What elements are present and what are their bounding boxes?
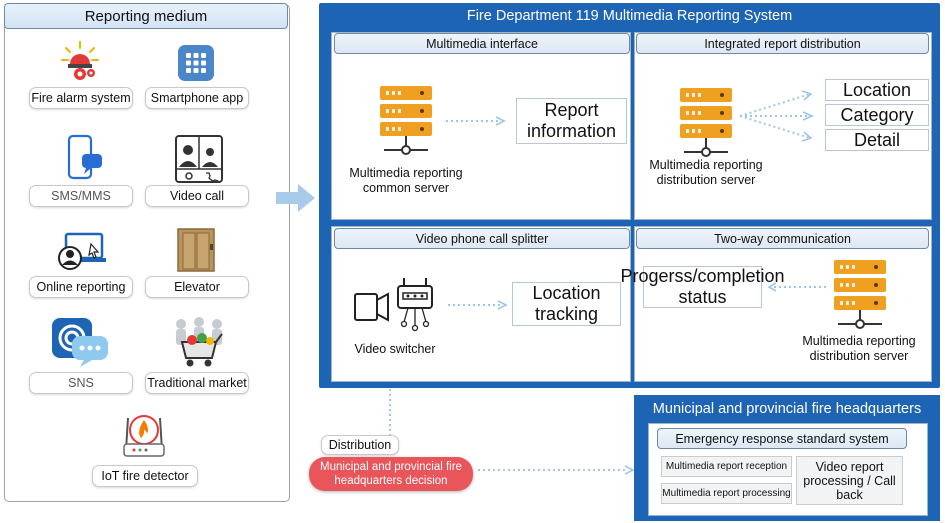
report-reception-box: Multimedia report reception	[661, 456, 792, 477]
location-output-box: Location	[825, 79, 929, 101]
video-switcher-icon	[352, 276, 438, 336]
sms-mms-label: SMS/MMS	[51, 189, 111, 203]
category-output-text: Category	[840, 104, 914, 125]
fire-headquarters-title: Municipal and provincial fire headquarte…	[634, 398, 940, 420]
sms-mms-chip: SMS/MMS	[29, 185, 133, 207]
progress-completion-status-box: Progerss/completion status	[620, 266, 785, 308]
fire-alarm-icon	[60, 40, 100, 82]
report-processing-box: Multimedia report processing	[661, 483, 792, 504]
video-call-icon	[175, 135, 223, 184]
fire-headquarters-title-text: Municipal and provincial fire headquarte…	[652, 401, 922, 417]
smartphone-app-label: Smartphone app	[150, 91, 244, 105]
reporting-system-title: Fire Department 119 Multimedia Reporting…	[319, 5, 940, 27]
dotted-arrow-icon	[476, 463, 636, 475]
distribution-server-icon	[678, 86, 734, 160]
dotted-arrow-icon	[446, 298, 508, 310]
sns-icon	[50, 316, 110, 368]
hq-decision-text: Municipal and provincial fire headquarte…	[320, 461, 462, 487]
fire-alarm-system-chip: Fire alarm system	[29, 87, 133, 109]
multimedia-interface-title: Multimedia interface	[426, 36, 538, 51]
sms-icon	[66, 134, 106, 182]
two-way-communication-title: Two-way communication	[714, 231, 851, 246]
report-reception-text: Multimedia report reception	[665, 461, 788, 472]
server-icon	[378, 84, 434, 158]
traditional-market-icon	[172, 316, 226, 368]
online-reporting-label: Online reporting	[36, 280, 126, 294]
integrated-report-distribution-header: Integrated report distribution	[636, 33, 929, 54]
smartphone-app-chip: Smartphone app	[145, 87, 249, 109]
report-information-text: Report information	[526, 100, 617, 141]
common-server-label: Multimedia reporting common server	[349, 166, 463, 195]
integrated-report-distribution-title: Integrated report distribution	[704, 36, 861, 51]
distribution-label: Distribution	[328, 438, 392, 452]
traditional-market-label: Traditional market	[147, 376, 247, 390]
elevator-chip: Elevator	[145, 276, 249, 298]
video-phone-call-splitter-header: Video phone call splitter	[334, 228, 630, 249]
report-processing-text: Multimedia report processing	[662, 488, 791, 499]
fanout-arrows-icon	[738, 88, 818, 144]
flow-arrow-icon	[276, 183, 316, 213]
dotted-arrow-left-icon	[767, 280, 828, 292]
detail-output-box: Detail	[825, 129, 929, 151]
reporting-system-title-text: Fire Department 119 Multimedia Reporting…	[466, 8, 793, 24]
multimedia-interface-header: Multimedia interface	[334, 33, 630, 54]
two-way-communication-header: Two-way communication	[636, 228, 929, 249]
elevator-label: Elevator	[174, 280, 220, 294]
report-information-box: Report information	[516, 98, 627, 144]
sns-label: SNS	[68, 376, 94, 390]
video-report-callback-box: Video report processing / Call back	[796, 456, 903, 505]
traditional-market-chip: Traditional market	[145, 372, 249, 394]
location-tracking-text: Location tracking	[532, 283, 601, 324]
distribution-tag: Distribution	[321, 435, 399, 455]
elevator-icon	[177, 228, 215, 272]
emergency-response-system-title: Emergency response standard system	[675, 431, 889, 446]
iot-fire-detector-icon	[120, 404, 168, 460]
iot-fire-detector-label: IoT fire detector	[101, 469, 189, 483]
fire-alarm-system-label: Fire alarm system	[31, 91, 131, 105]
category-output-box: Category	[825, 104, 929, 126]
distribution-server-label-top: Multimedia reporting distribution server	[649, 158, 763, 187]
iot-fire-detector-chip: IoT fire detector	[92, 465, 198, 487]
progress-completion-status-text: Progerss/completion status	[620, 266, 785, 307]
video-switcher-label: Video switcher	[354, 342, 436, 356]
hq-decision-pill: Municipal and provincial fire headquarte…	[309, 457, 473, 491]
video-phone-call-splitter-title: Video phone call splitter	[415, 231, 549, 246]
location-tracking-box: Location tracking	[512, 282, 621, 326]
location-output-text: Location	[842, 79, 912, 100]
online-reporting-icon	[58, 232, 106, 272]
emergency-response-system-header: Emergency response standard system	[657, 428, 907, 449]
reporting-medium-header: Reporting medium	[4, 3, 288, 29]
detail-output-text: Detail	[853, 129, 901, 150]
online-reporting-chip: Online reporting	[29, 276, 133, 298]
video-report-callback-text: Video report processing / Call back	[803, 459, 896, 502]
smartphone-app-icon	[177, 44, 215, 82]
dotted-arrow-icon	[444, 114, 506, 126]
distribution-server-icon	[832, 258, 888, 332]
sns-chip: SNS	[29, 372, 133, 394]
video-call-chip: Video call	[145, 185, 249, 207]
video-call-label: Video call	[170, 189, 224, 203]
reporting-medium-title: Reporting medium	[84, 7, 208, 25]
distribution-server-label-bottom: Multimedia reporting distribution server	[802, 334, 916, 363]
